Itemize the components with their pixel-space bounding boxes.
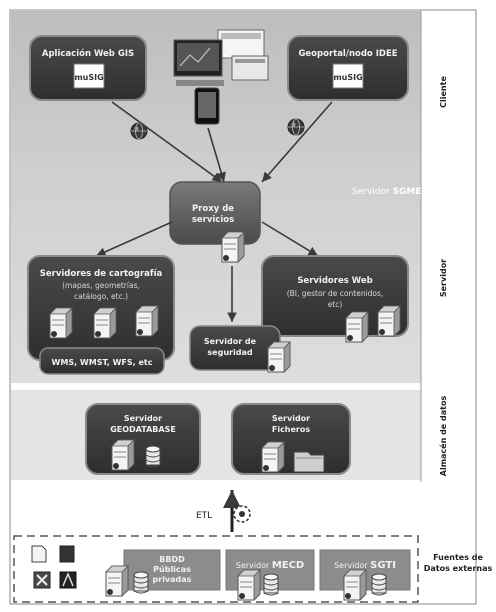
services-label: WMS, WMST, WFS, etc [52, 358, 153, 367]
zone-label-storage: Almacén de datos [438, 396, 448, 477]
web-server-icon-1 [345, 311, 369, 343]
arrow-proxy-to-cartografia [95, 221, 173, 257]
client-box-geoportal-title: Geoportal/nodo IDEE [298, 49, 397, 59]
geodatabase-box: Servidor GEODATABASE [85, 403, 201, 475]
client-devices-icon [173, 29, 269, 125]
arrow-devices-to-proxy [207, 127, 226, 183]
zone-label-external-2: Datos externas [424, 564, 493, 573]
cartografia-server-icon-1 [49, 307, 73, 339]
geodatabase-server-icon [111, 439, 135, 471]
proxy-box: Proxy de servicios [169, 181, 261, 245]
bbdd-server-icon [105, 565, 129, 597]
zone-label-external-1: Fuentes de [433, 553, 483, 562]
zone-label-server: Servidor [439, 259, 448, 297]
sgti-db-icon [371, 573, 387, 596]
server-sgme-label: Servidor SGME [352, 187, 422, 197]
globe-icon-right [287, 118, 305, 136]
web-sub1: (BI, gestor de contenidos, [287, 289, 384, 298]
etl-gear-icon [233, 505, 251, 523]
seguridad-server-icon [267, 341, 291, 373]
cartografia-title: Servidores de cartografía [40, 269, 163, 279]
web-server-icon-2 [377, 305, 401, 337]
client-box-geoportal: Geoportal/nodo IDEE muSIG [287, 35, 409, 101]
web-title: Servidores Web [297, 276, 372, 286]
etl-label: ETL [196, 511, 212, 521]
cartografia-sub2: catálogo, etc.) [74, 292, 128, 301]
ficheros-line1: Servidor [272, 414, 310, 423]
arrow-gis-to-proxy [111, 101, 223, 183]
proxy-server-icon [221, 231, 245, 263]
sgti-server-icon [343, 569, 367, 601]
cartografia-sub1: (mapas, geometrías, [62, 281, 140, 290]
musig-logo-gis [73, 63, 105, 89]
bbdd-line3: privadas [153, 575, 192, 584]
arrow-proxy-to-web [261, 221, 319, 257]
services-box: WMS, WMST, WFS, etc [39, 347, 165, 375]
svg-text:muSIG: muSIG [74, 73, 103, 82]
arrow-geoportal-to-proxy [261, 101, 333, 183]
ficheros-box: Servidor Ficheros [231, 403, 351, 475]
bbdd-line1: BBDD [159, 555, 185, 564]
client-box-gis: Aplicación Web GIS muSIG [29, 35, 147, 101]
web-sub2: etc) [328, 300, 343, 309]
cartografia-server-icon-3 [135, 305, 159, 337]
proxy-line1: Proxy de [192, 204, 234, 214]
geodatabase-db-icon [145, 445, 161, 468]
client-box-gis-title: Aplicación Web GIS [42, 48, 134, 59]
cartografia-server-icon-2 [93, 307, 117, 339]
external-sources-frame [13, 535, 419, 603]
proxy-line2: servicios [192, 215, 234, 225]
ficheros-folder-icon [293, 451, 325, 473]
external-doc-icons [31, 545, 77, 589]
seguridad-line2: seguridad [207, 348, 252, 357]
mecd-label: Servidor MECD [236, 560, 304, 571]
seguridad-box: Servidor de seguridad [189, 325, 281, 371]
geodatabase-line2: GEODATABASE [110, 425, 176, 434]
svg-text:muSIG: muSIG [333, 73, 362, 82]
mecd-db-icon [263, 573, 279, 596]
storage-zone [11, 390, 421, 480]
mecd-server-icon [237, 569, 261, 601]
ficheros-line2: Ficheros [272, 425, 311, 434]
ficheros-server-icon [261, 441, 285, 473]
bbdd-line2: Públicas [153, 565, 191, 574]
sgti-label: Servidor SGTI [334, 560, 396, 571]
musig-logo-geoportal [332, 63, 364, 89]
bbdd-db-icon [133, 571, 149, 594]
web-servers-box: Servidores Web (BI, gestor de contenidos… [261, 255, 409, 337]
zone-label-client: Cliente [439, 76, 448, 108]
geodatabase-line1: Servidor [124, 414, 162, 423]
seguridad-line1: Servidor de [204, 337, 257, 346]
